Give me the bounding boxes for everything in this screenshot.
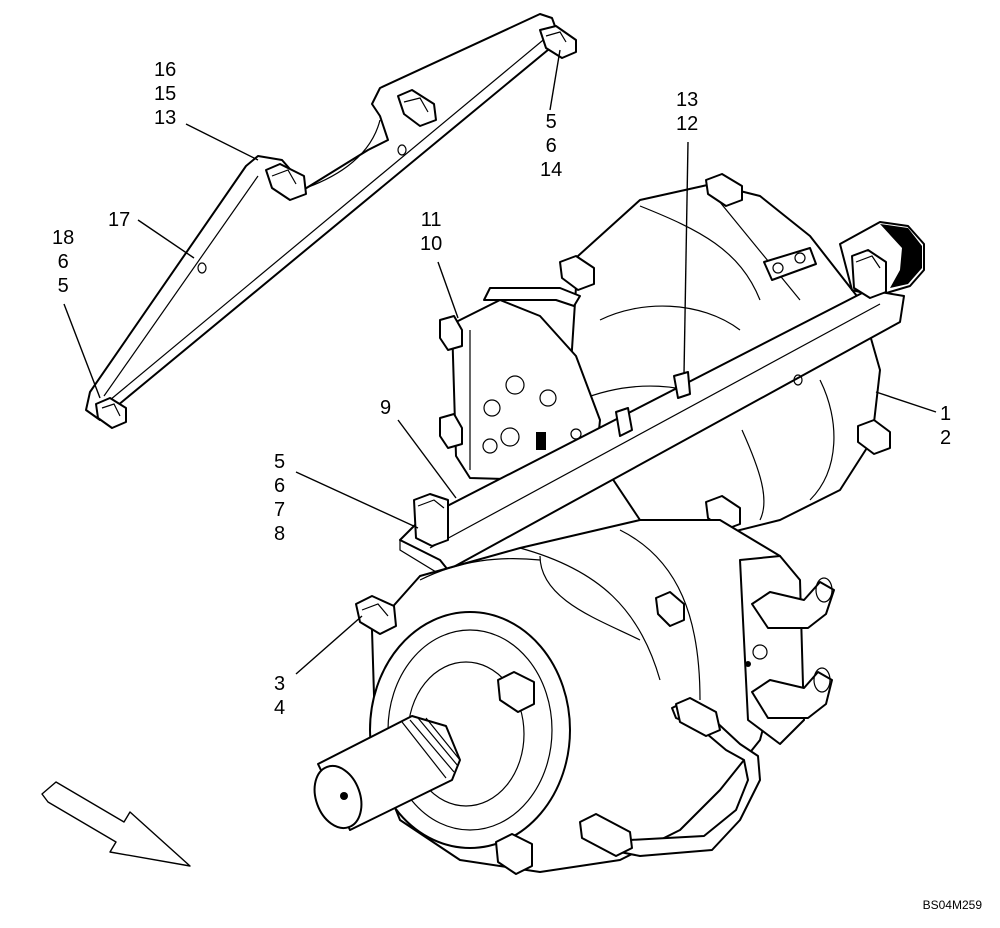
callout-4: 4 [274,697,286,719]
callout-group-18-6-5: 18 6 5 [52,226,74,298]
direction-arrow-icon [41,781,191,867]
front-bolt-right [497,671,535,713]
callout-group-5-6-14: 5 6 14 [540,110,562,182]
bar-plate-bolts [763,247,817,281]
callout-12: 12 [676,113,699,135]
callout-14: 14 [540,159,563,181]
rear-bolt-top [705,173,743,207]
callout-5: 5 [274,451,286,473]
drawing-code: BS04M259 [922,898,982,912]
valve-block [451,299,601,481]
callout-group-5-6-7-8: 5 6 7 8 [274,450,285,546]
callout-9: 9 [380,397,392,419]
bracket-bolt-bottom [95,397,127,429]
bar-bolt-front [413,493,449,547]
callout-1: 1 [940,403,952,425]
callout-16: 16 [154,59,177,81]
callout-5: 5 [57,275,69,297]
rear-bolt-right [857,419,891,455]
callout-group-3-4: 3 4 [274,672,285,720]
hydraulic-line [579,697,761,857]
callout-8: 8 [274,523,286,545]
elbow-fitting-upper [751,577,835,629]
callout-5: 5 [545,111,557,133]
support-bar-9 [399,289,905,592]
callout-group-16-15-13: 16 15 13 [154,58,176,130]
output-shaft [313,715,461,831]
valve-tube [483,287,581,307]
bracket-bolt-middle [397,89,437,127]
callout-13: 13 [154,107,177,129]
callout-6: 6 [545,135,557,157]
bar-pin-left [615,407,633,437]
callout-group-11-10: 11 10 [420,208,442,256]
callout-11: 11 [420,209,442,231]
callout-15: 15 [154,83,177,105]
callout-group-1-2: 1 2 [940,402,951,450]
rear-motor-housing [569,183,881,541]
front-bolt-bottom [495,833,533,875]
callout-2: 2 [940,427,952,449]
bracket-bolt-left [265,163,307,201]
valve-bolt-top [439,315,463,351]
callout-18: 18 [52,227,75,249]
valve-bolt-bottom [439,413,463,449]
elbow-fitting-lower [751,667,833,719]
bar-bolt-end [851,249,887,299]
callout-17: 17 [108,209,131,231]
callout-group-13-12: 13 12 [676,88,698,136]
bar-pin-right [673,371,691,399]
front-bolt-3 [355,595,397,635]
callout-10: 10 [420,233,443,255]
callout-13: 13 [676,89,699,111]
callout-3: 3 [274,673,286,695]
front-bolt-side [655,591,685,627]
callout-6: 6 [57,251,69,273]
callout-7: 7 [274,499,286,521]
bracket-bolt-top-right [539,25,577,59]
callout-6: 6 [274,475,286,497]
rear-bolt-left [559,255,595,291]
leader-lines [63,49,937,675]
